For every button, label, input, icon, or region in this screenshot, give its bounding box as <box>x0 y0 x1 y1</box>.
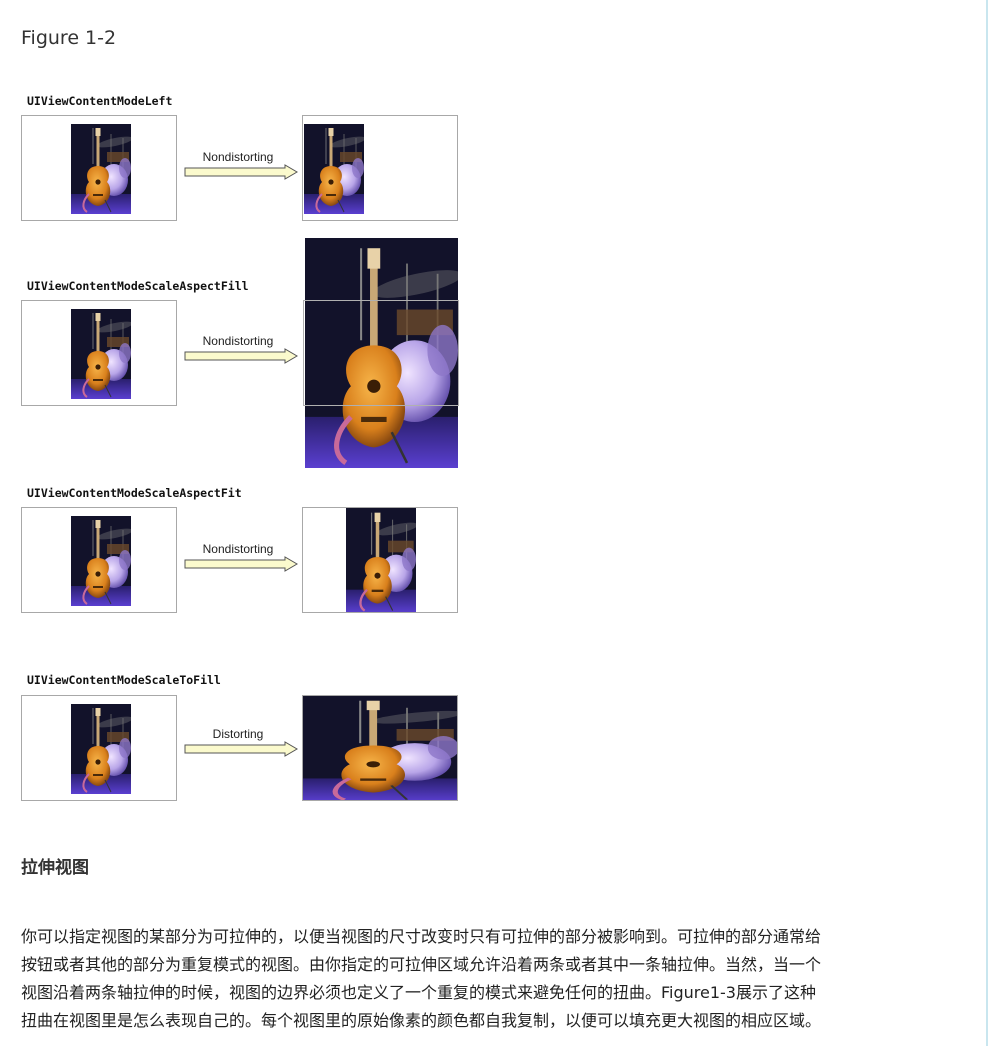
mode-label-left: UIViewContentModeLeft <box>27 94 173 108</box>
source-view-left <box>21 115 177 221</box>
body-paragraph: 你可以指定视图的某部分为可拉伸的，以便当视图的尺寸改变时只有可拉伸的部分被影响到… <box>21 923 961 1035</box>
mode-label-aspect-fit: UIViewContentModeScaleAspectFit <box>27 486 242 500</box>
guitar-image <box>71 704 131 794</box>
arrow-right-icon <box>184 741 298 757</box>
source-view-aspect-fit <box>21 507 177 613</box>
arrow-right-icon <box>184 556 298 572</box>
source-view-scale-to-fill <box>21 695 177 801</box>
result-view-aspect-fill <box>303 300 459 406</box>
paragraph-line: 视图沿着两条轴拉伸的时候，视图的边界必须也定义了一个重复的模式来避免任何的扭曲。… <box>21 983 816 1002</box>
mode-label-aspect-fill: UIViewContentModeScaleAspectFill <box>27 279 249 293</box>
arrow-label: Nondistorting <box>202 542 274 556</box>
guitar-image <box>71 516 131 606</box>
paragraph-line: 你可以指定视图的某部分为可拉伸的，以便当视图的尺寸改变时只有可拉伸的部分被影响到… <box>21 927 822 946</box>
arrow-right-icon <box>184 164 298 180</box>
arrow-label: Nondistorting <box>202 334 274 348</box>
source-view-aspect-fill <box>21 300 177 406</box>
guitar-image <box>346 508 416 612</box>
arrow-label: Distorting <box>212 727 264 741</box>
section-title: 拉伸视图 <box>21 858 89 878</box>
result-view-aspect-fit <box>302 507 458 613</box>
guitar-image <box>304 124 364 214</box>
guitar-image <box>71 309 131 399</box>
paragraph-line: 扭曲在视图里是怎么表现自己的。每个视图里的原始像素的颜色都自我复制，以便可以填充… <box>21 1011 822 1030</box>
guitar-image <box>71 124 131 214</box>
arrow-label: Nondistorting <box>202 150 274 164</box>
arrow-right-icon <box>184 348 298 364</box>
result-view-scale-to-fill <box>302 695 458 801</box>
accent-rule <box>986 0 988 1046</box>
guitar-image-stretched <box>303 696 458 801</box>
mode-label-scale-to-fill: UIViewContentModeScaleToFill <box>27 673 221 687</box>
paragraph-line: 按钮或者其他的部分为重复模式的视图。由你指定的可拉伸区域允许沿着两条或者其中一条… <box>21 955 822 974</box>
figure-title: Figure 1-2 <box>21 27 117 49</box>
result-view-left <box>302 115 458 221</box>
